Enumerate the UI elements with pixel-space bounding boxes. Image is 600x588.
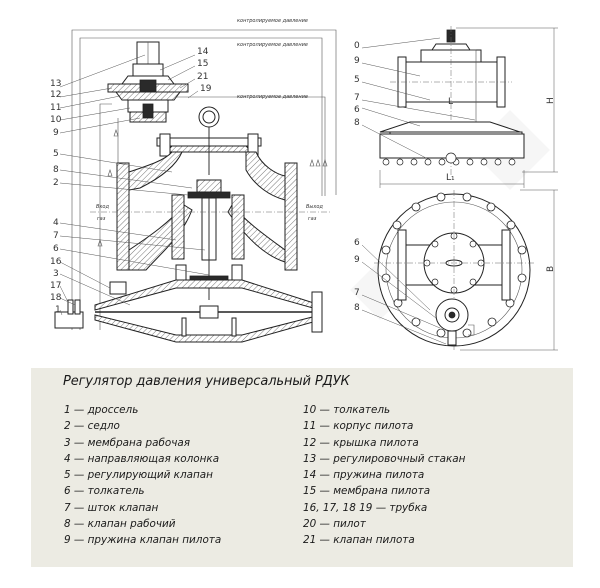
callout-10: 10 <box>50 115 62 125</box>
callout-11: 11 <box>50 103 61 113</box>
caption-panel: Регулятор давления универсальный РДУК 1 … <box>31 368 573 567</box>
legend-item: 21 — клапан пилота <box>303 534 415 547</box>
top-callout-6: 6 <box>354 238 360 248</box>
callout-8: 8 <box>53 165 59 175</box>
main-callouts: 13 12 11 10 9 5 8 2 4 7 6 16 3 17 18 1 1… <box>50 47 212 316</box>
legend-left-column: 1 — дроссель 2 — седло 3 — мембрана рабо… <box>64 402 221 549</box>
dim-B: B <box>546 266 556 272</box>
inlet-label: Вход <box>96 204 109 210</box>
callout-21: 21 <box>197 72 208 82</box>
dim-L: L <box>448 97 453 107</box>
legend-item: 5 — регулирующий клапан <box>64 469 213 482</box>
top-callout-7: 7 <box>354 288 360 298</box>
main-valve-body <box>90 106 330 300</box>
side-callout-8: 8 <box>354 118 360 128</box>
top-view: 6 9 7 8 <box>354 190 534 352</box>
side-callout-5: 5 <box>354 75 360 85</box>
legend-item: 6 — толкатель <box>64 485 145 498</box>
inlet-gas-label: газ <box>97 216 106 222</box>
top-callout-9: 9 <box>354 255 360 265</box>
outlet-label: Выход <box>306 204 323 210</box>
callout-7: 7 <box>53 231 59 241</box>
callout-9: 9 <box>53 128 59 138</box>
side-view: L L₁ H B 0 9 5 7 6 8 <box>354 26 558 351</box>
callout-3: 3 <box>53 269 59 279</box>
legend-item: 3 — мембрана рабочая <box>64 436 190 449</box>
legend-item: 20 — пилот <box>303 518 366 531</box>
callout-6: 6 <box>53 244 59 254</box>
pressure-label-1: контролируемое давление <box>237 18 308 24</box>
callout-1: 1 <box>55 305 61 315</box>
outlet-gas-label: газ <box>308 216 317 222</box>
dim-L1: L₁ <box>446 173 455 183</box>
legend-item: 16, 17, 18 19 — трубка <box>303 501 428 514</box>
side-callout-7: 7 <box>354 93 360 103</box>
legend-item: 9 — пружина клапан пилота <box>64 534 222 547</box>
side-callout-0: 0 <box>354 41 360 51</box>
legend-item: 11 — корпус пилота <box>303 420 414 433</box>
side-callout-6: 6 <box>354 105 360 115</box>
callout-16: 16 <box>50 257 62 267</box>
side-callout-9: 9 <box>354 56 360 66</box>
legend-item: 7 — шток клапан <box>64 501 159 514</box>
callout-14: 14 <box>197 47 209 57</box>
callout-4: 4 <box>53 218 59 228</box>
top-callout-8: 8 <box>354 303 360 313</box>
legend-item: 8 — клапан рабочий <box>64 518 176 531</box>
legend-item: 4 — направляющая колонка <box>64 452 220 465</box>
callout-19: 19 <box>200 84 212 94</box>
callout-12: 12 <box>50 90 61 100</box>
pilot-assembly <box>107 41 189 123</box>
legend-right-column: 10 — толкатель 11 — корпус пилота 12 — к… <box>303 402 465 549</box>
callout-2: 2 <box>53 178 59 188</box>
dim-H: H <box>546 97 556 104</box>
legend-item: 2 — седло <box>64 420 120 433</box>
callout-17: 17 <box>50 281 61 291</box>
callout-13: 13 <box>50 79 61 89</box>
pressure-label-2: контролируемое давление <box>237 42 308 48</box>
callout-15: 15 <box>197 59 208 69</box>
legend-item: 1 — дроссель <box>64 404 139 416</box>
legend-item: 10 — толкатель <box>303 404 391 416</box>
callout-5: 5 <box>53 149 59 159</box>
callout-18: 18 <box>50 293 62 303</box>
pressure-label-3: контролируемое давление <box>237 94 308 100</box>
membrane-housing <box>54 264 323 343</box>
legend-item: 12 — крышка пилота <box>303 436 419 449</box>
legend-item: 15 — мембрана пилота <box>303 485 431 498</box>
caption-title: Регулятор давления универсальный РДУК <box>63 374 350 389</box>
regulator-technical-drawing: контролируемое давление контролируемое д… <box>50 18 558 352</box>
legend-item: 14 — пружина пилота <box>303 469 425 482</box>
legend-item: 13 — регулировочный стакан <box>303 452 466 465</box>
